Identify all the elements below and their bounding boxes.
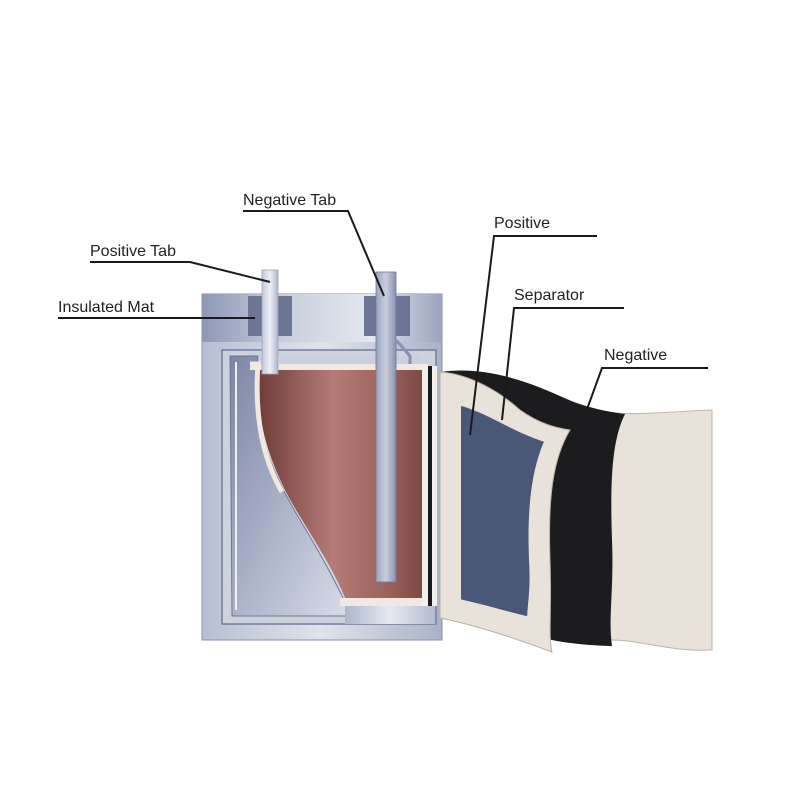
label-positive: Positive	[494, 215, 550, 232]
layer-edge-3	[432, 366, 437, 606]
leader-positive-tab	[90, 261, 271, 283]
negative-tab-hook	[394, 339, 412, 364]
label-positive-tab: Positive Tab	[90, 243, 176, 260]
label-negative-tab: Negative Tab	[243, 192, 336, 209]
winding-top-strip	[250, 364, 428, 370]
positive-tab-connector	[278, 356, 420, 364]
winding-bottom-strip	[340, 598, 430, 606]
layer-edge-2	[428, 366, 432, 606]
leader-positive	[469, 235, 597, 436]
negative-sheet	[584, 407, 713, 651]
layer-edge-1	[422, 366, 428, 606]
negative-tab	[364, 271, 412, 583]
positive-sheet	[455, 399, 551, 623]
negative-tab-strip	[375, 271, 397, 583]
leader-separator	[501, 307, 624, 421]
label-negative: Negative	[604, 347, 667, 364]
leader-negative-tab	[243, 210, 385, 297]
unrolled-layers	[439, 370, 713, 653]
positive-tab-strip	[261, 269, 279, 375]
leader-negative	[585, 367, 708, 413]
label-separator: Separator	[514, 287, 585, 304]
leader-lines	[58, 210, 708, 436]
winding-left-strip	[250, 361, 285, 494]
label-insulated-mat: Insulated Mat	[58, 299, 155, 316]
